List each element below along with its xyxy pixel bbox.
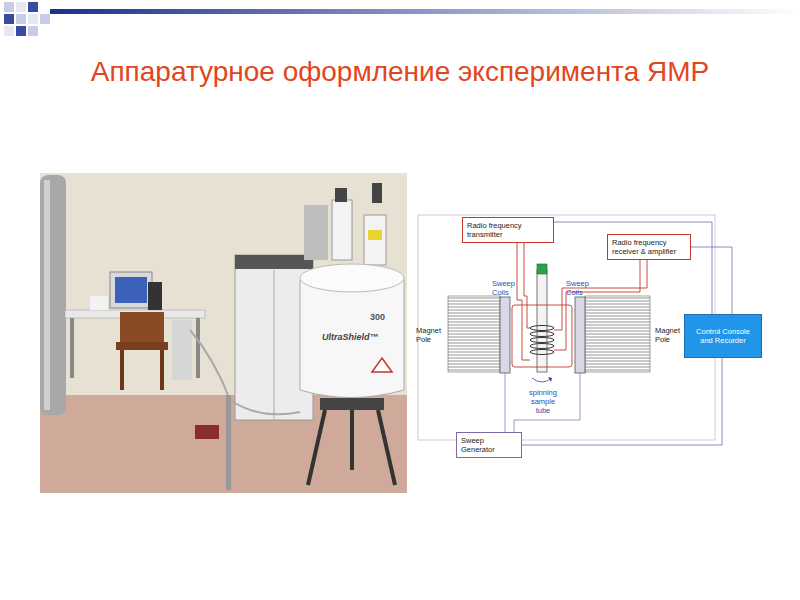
receiver-box: Radio frequency receiver & amplifier (607, 234, 691, 260)
coil-label: Sweep Coils (492, 279, 514, 297)
coil-label: Sweep Coils (566, 279, 588, 297)
transmitter-box: Radio frequency transmitter (462, 217, 554, 243)
signal-wire (522, 358, 722, 445)
generator-box: Sweep Generator (456, 432, 522, 458)
slide-title: Аппаратурное оформление эксперимента ЯМР (0, 56, 800, 88)
signal-wire (554, 222, 712, 314)
box-text: Control Console and Recorder (689, 327, 757, 345)
magnet-brand: UltraShield™ (322, 332, 379, 343)
box-text: Radio frequency receiver & amplifier (612, 238, 686, 256)
magnet-model: 300 (370, 312, 385, 323)
signal-wire (691, 247, 732, 314)
console-box: Control Console and Recorder (684, 314, 762, 358)
box-text: Sweep Generator (461, 436, 517, 454)
box-text: Radio frequency transmitter (467, 221, 549, 239)
magnet-label: Magnet Pole (655, 326, 683, 344)
tube-label: spinning sample tube (525, 388, 561, 415)
magnet-label: Magnet Pole (416, 326, 444, 344)
